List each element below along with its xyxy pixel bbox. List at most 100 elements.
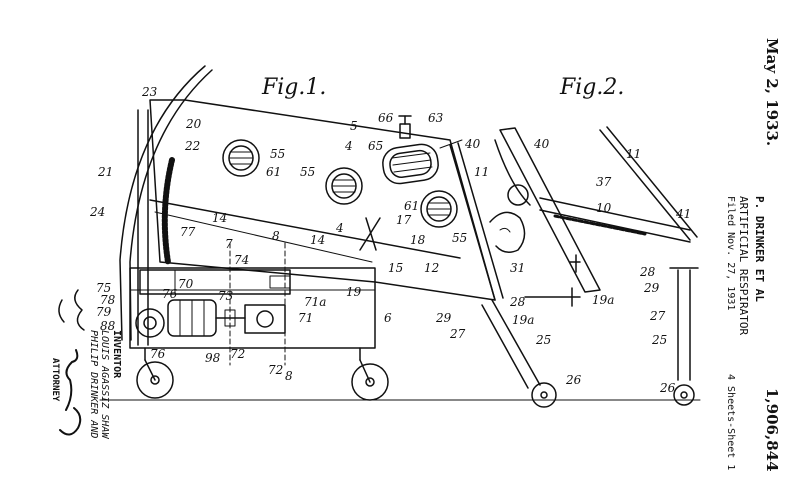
numeral-label: 61 <box>404 199 419 213</box>
oval-window <box>382 143 439 185</box>
inventor-name-line1: LOUIS AGASSIZ SHAW <box>99 330 110 439</box>
numeral-label: 78 <box>100 293 116 307</box>
numeral-label: 77 <box>180 225 196 239</box>
patent-title: ARTIFICIAL RESPIRATOR <box>737 196 750 336</box>
curved-rail <box>119 65 206 341</box>
numeral-label: 75 <box>96 281 111 295</box>
numeral-label: 71 <box>298 311 313 325</box>
numeral-label: 20 <box>185 117 202 131</box>
front-leg <box>481 299 557 408</box>
caster-wheel <box>351 359 389 401</box>
motor <box>167 299 217 337</box>
figure-1-title: Fig.1. <box>261 75 326 100</box>
attorney-signature <box>59 349 82 436</box>
inventor-signatures <box>58 289 85 331</box>
numeral-label: 28 <box>509 295 526 309</box>
attorney-label: ATTORNEY <box>50 358 60 402</box>
numeral-label: 76 <box>150 347 166 361</box>
numeral-label: 63 <box>428 111 444 125</box>
porthole <box>420 190 458 228</box>
numeral-label: 65 <box>368 139 383 153</box>
numeral-label: 72 <box>268 363 283 377</box>
numeral-label: 71a <box>304 295 326 309</box>
collar-plate <box>439 139 504 301</box>
numeral-label: 14 <box>310 233 325 247</box>
numeral-label: 5 <box>350 119 358 133</box>
numeral-label: 26 <box>659 381 676 395</box>
numeral-label: 10 <box>596 201 612 215</box>
figure-2-title: Fig.2. <box>559 75 624 100</box>
numeral-label: 17 <box>396 213 412 227</box>
fig1-drawing <box>99 65 581 408</box>
numeral-label: 29 <box>435 311 452 325</box>
gear-wheel <box>135 308 165 338</box>
numeral-label: 37 <box>596 175 612 189</box>
support-leg <box>669 267 699 406</box>
numeral-label: 8 <box>285 369 293 383</box>
numeral-label: 4 <box>335 221 344 235</box>
reference-numerals: 23 20 22 21 24 77 5 66 63 55 61 55 4 65 … <box>89 85 691 395</box>
patent-number: 1,906,844 <box>763 388 781 472</box>
numeral-label: 14 <box>212 211 227 225</box>
inventor-names: P. DRINKER ET AL <box>753 196 766 302</box>
porthole <box>325 167 363 205</box>
numeral-label: 29 <box>643 281 660 295</box>
numeral-label: 55 <box>270 147 285 161</box>
numeral-label: 76 <box>162 287 178 301</box>
numeral-label: 31 <box>510 261 525 275</box>
numeral-label: 40 <box>464 137 481 151</box>
numeral-label: 72 <box>230 347 245 361</box>
numeral-label: 70 <box>178 277 194 291</box>
numeral-label: 19a <box>512 313 534 327</box>
numeral-label: 4 <box>344 139 353 153</box>
numeral-label: 55 <box>452 231 467 245</box>
numeral-label: 28 <box>639 265 656 279</box>
filed-date: Filed Nov. 27, 1931 <box>725 196 736 311</box>
frame-lower <box>129 267 376 349</box>
numeral-label: 22 <box>184 139 200 153</box>
tray <box>539 197 691 243</box>
numeral-label: 15 <box>388 261 403 275</box>
numeral-label: 7 <box>225 237 233 251</box>
porthole <box>222 139 260 177</box>
numeral-label: 19 <box>346 285 362 299</box>
inventor-name-line2: PHILIP DRINKER AND <box>88 330 99 439</box>
head-plate <box>499 127 601 293</box>
fig2-drawing <box>494 126 701 406</box>
patent-date: May 2, 1933. <box>763 38 781 147</box>
numeral-label: 40 <box>533 137 550 151</box>
numeral-label: 6 <box>384 311 392 325</box>
numeral-label: 55 <box>300 165 315 179</box>
numeral-label: 12 <box>424 261 439 275</box>
sheet-count: 4 Sheets-Sheet 1 <box>725 374 736 471</box>
inventor-label: INVENTOR <box>111 330 122 379</box>
numeral-label: 11 <box>474 165 489 179</box>
flexible-hose <box>161 157 175 265</box>
tank-divider-line <box>149 199 461 259</box>
numeral-label: 27 <box>649 309 666 323</box>
numeral-label: 73 <box>218 289 234 303</box>
numeral-label: 27 <box>449 327 466 341</box>
numeral-label: 19a <box>592 293 614 307</box>
numeral-label: 79 <box>96 305 112 319</box>
cylinder <box>139 269 291 295</box>
numeral-label: 41 <box>675 207 691 221</box>
caster-wheel <box>136 359 174 399</box>
numeral-label: 61 <box>266 165 281 179</box>
numeral-label: 98 <box>205 351 221 365</box>
numeral-label: 21 <box>97 165 113 179</box>
numeral-label: 11 <box>626 147 641 161</box>
numeral-label: 18 <box>410 233 426 247</box>
numeral-label: 74 <box>234 253 249 267</box>
numeral-label: 66 <box>378 111 394 125</box>
patient-head <box>489 211 526 253</box>
numeral-label: 8 <box>272 229 280 243</box>
pump <box>215 304 286 334</box>
numeral-label: 26 <box>565 373 582 387</box>
numeral-label: 88 <box>100 319 116 333</box>
valve <box>398 115 412 139</box>
numeral-label: 25 <box>651 333 667 347</box>
numeral-label: 25 <box>535 333 551 347</box>
numeral-label: 23 <box>141 85 158 99</box>
